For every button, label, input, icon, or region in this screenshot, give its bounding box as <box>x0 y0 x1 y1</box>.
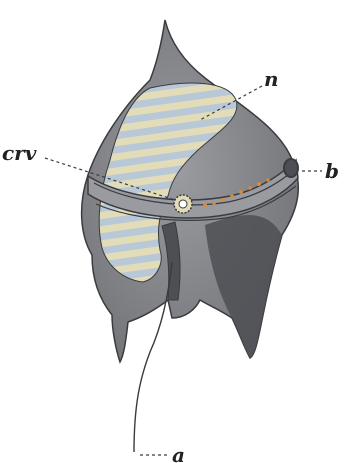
band-end <box>284 159 298 177</box>
label-n: n <box>264 67 279 91</box>
label-b: b <box>325 159 339 183</box>
label-a: a <box>172 443 185 463</box>
contractile-vacuole-center <box>179 200 187 208</box>
label-crv: crv <box>2 141 37 165</box>
